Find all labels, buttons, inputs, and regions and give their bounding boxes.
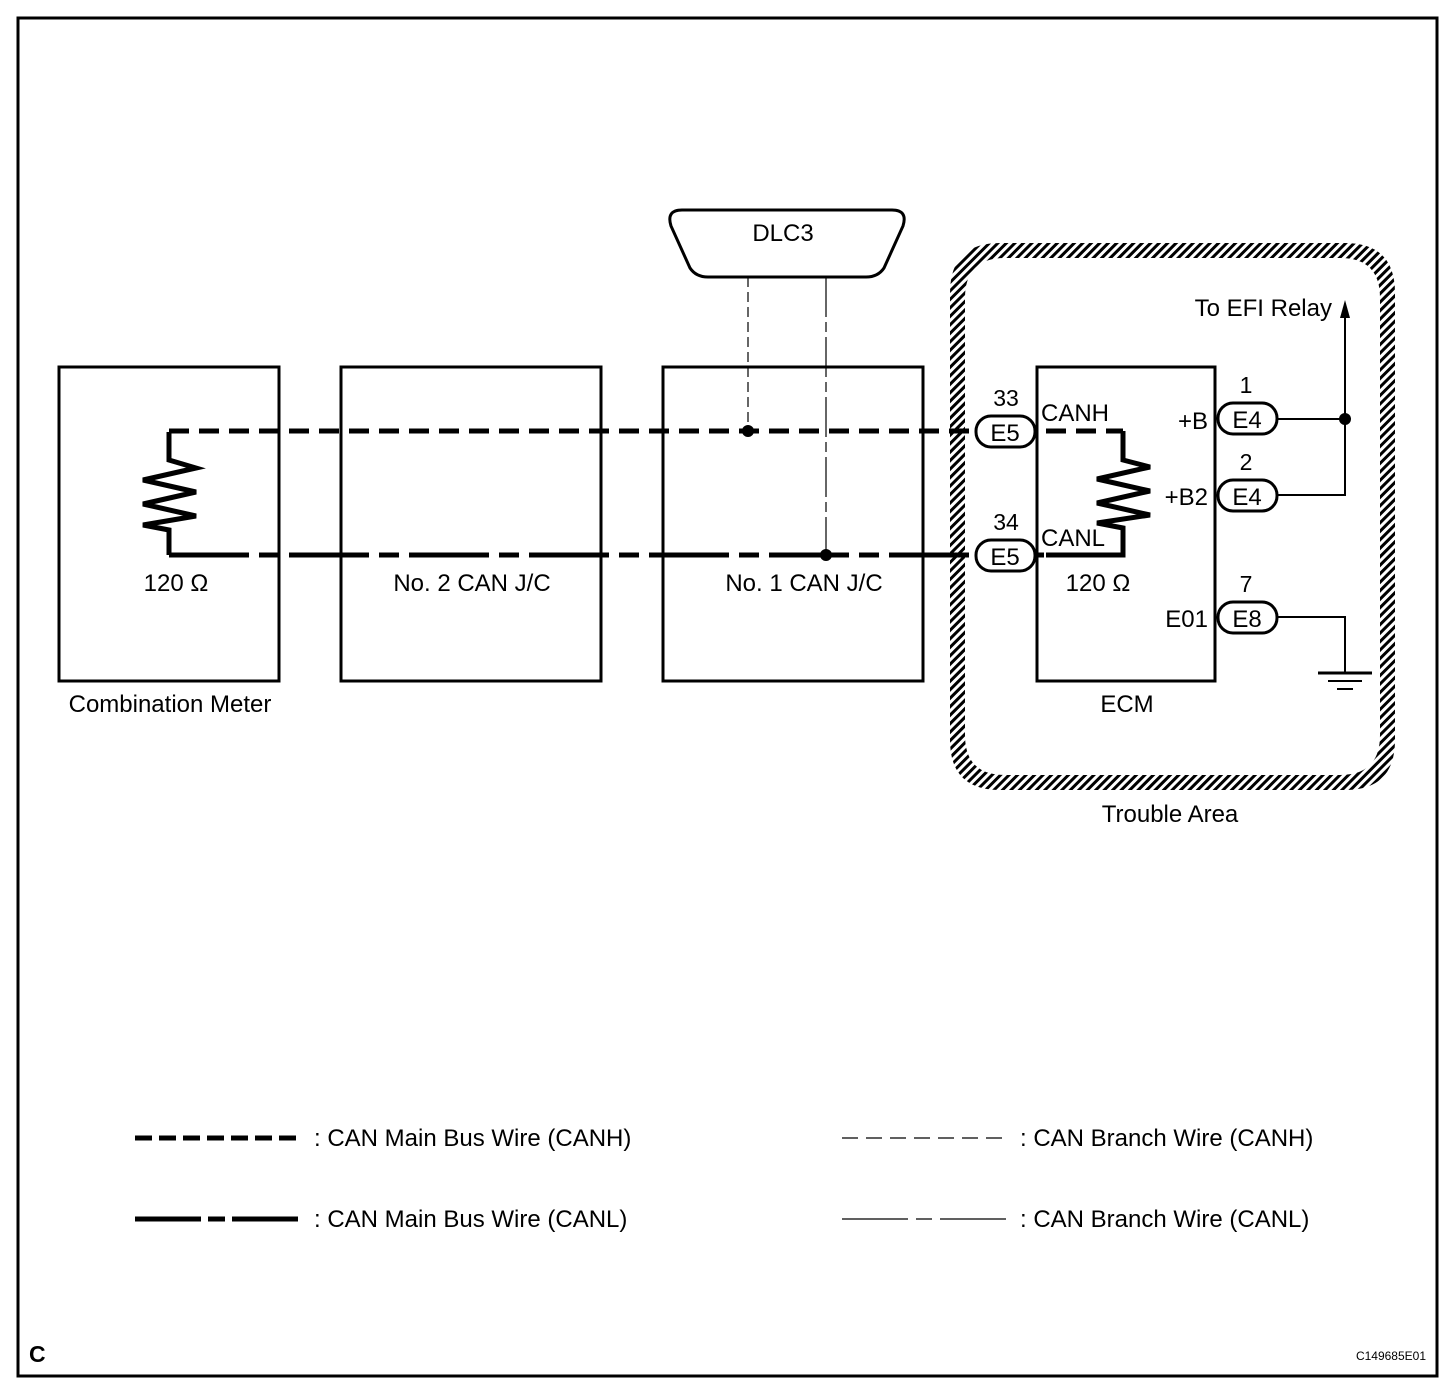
svg-text:E4: E4 bbox=[1232, 484, 1261, 511]
dlc3-label: DLC3 bbox=[752, 220, 813, 247]
junction-dot-canh bbox=[742, 425, 754, 437]
combination-meter-resistor-icon bbox=[142, 432, 206, 555]
connector-e4-pin1: 1 E4 bbox=[1216, 372, 1279, 436]
dlc3-connector-icon bbox=[668, 208, 906, 279]
svg-text:: CAN Branch Wire (CANH): : CAN Branch Wire (CANH) bbox=[1020, 1125, 1313, 1152]
legend-item-branch-canh: : CAN Branch Wire (CANH) bbox=[842, 1125, 1313, 1152]
ecm-canh-label: CANH bbox=[1041, 400, 1109, 427]
ground-icon bbox=[1318, 671, 1372, 690]
svg-text:33: 33 bbox=[993, 385, 1019, 411]
junction-dot-canl bbox=[820, 549, 832, 561]
connector-e5-canl: 34 E5 bbox=[974, 509, 1037, 573]
svg-text:E4: E4 bbox=[1232, 407, 1261, 434]
ground-wire bbox=[1277, 616, 1346, 672]
combination-meter-resistance: 120 Ω bbox=[144, 570, 209, 597]
legend-item-branch-canl: : CAN Branch Wire (CANL) bbox=[842, 1206, 1309, 1233]
no2-can-jc-box bbox=[339, 365, 603, 683]
legend-item-main-canl: : CAN Main Bus Wire (CANL) bbox=[135, 1206, 627, 1233]
connector-e5-canh: 33 E5 bbox=[974, 385, 1037, 449]
ecm-box bbox=[1035, 365, 1217, 683]
power-wire-b2 bbox=[1277, 310, 1346, 496]
ecm-b-label: +B bbox=[1178, 408, 1208, 435]
figure-tag: C bbox=[29, 1341, 46, 1367]
ecm-resistance: 120 Ω bbox=[1066, 570, 1131, 597]
efi-relay-label: To EFI Relay bbox=[1195, 295, 1332, 322]
connector-e4-pin2: 2 E4 bbox=[1216, 449, 1279, 513]
ecm-canl-label: CANL bbox=[1041, 525, 1105, 552]
combination-meter-box bbox=[57, 365, 281, 683]
no1-can-jc-box bbox=[661, 365, 925, 683]
arrow-up-icon bbox=[1340, 300, 1350, 318]
legend-item-main-canh: : CAN Main Bus Wire (CANH) bbox=[135, 1125, 631, 1152]
svg-text:7: 7 bbox=[1240, 571, 1253, 597]
ecm-resistor-icon bbox=[1046, 431, 1151, 558]
junction-dot-power bbox=[1339, 413, 1351, 425]
svg-text:2: 2 bbox=[1240, 449, 1253, 475]
svg-text:: CAN Branch Wire (CANL): : CAN Branch Wire (CANL) bbox=[1020, 1206, 1309, 1233]
legend: : CAN Main Bus Wire (CANH) : CAN Main Bu… bbox=[135, 1125, 1313, 1233]
ecm-b2-label: +B2 bbox=[1165, 484, 1208, 511]
svg-text:34: 34 bbox=[993, 509, 1019, 535]
connector-e8-pin7: 7 E8 bbox=[1216, 571, 1279, 635]
figure-frame bbox=[16, 16, 1439, 1378]
no1-can-jc-label: No. 1 CAN J/C bbox=[725, 570, 882, 597]
svg-text:E5: E5 bbox=[990, 544, 1019, 571]
svg-text:: CAN Main Bus Wire (CANL): : CAN Main Bus Wire (CANL) bbox=[314, 1206, 627, 1233]
ecm-e01-label: E01 bbox=[1165, 606, 1208, 633]
no2-can-jc-label: No. 2 CAN J/C bbox=[393, 570, 550, 597]
svg-text:E5: E5 bbox=[990, 420, 1019, 447]
combination-meter-label: Combination Meter bbox=[69, 691, 272, 718]
trouble-area-label: Trouble Area bbox=[1102, 801, 1239, 828]
svg-text:1: 1 bbox=[1240, 372, 1253, 398]
ecm-label: ECM bbox=[1100, 691, 1153, 718]
svg-text:: CAN Main Bus Wire (CANH): : CAN Main Bus Wire (CANH) bbox=[314, 1125, 631, 1152]
figure-id: C149685E01 bbox=[1356, 1349, 1426, 1363]
svg-text:E8: E8 bbox=[1232, 606, 1261, 633]
